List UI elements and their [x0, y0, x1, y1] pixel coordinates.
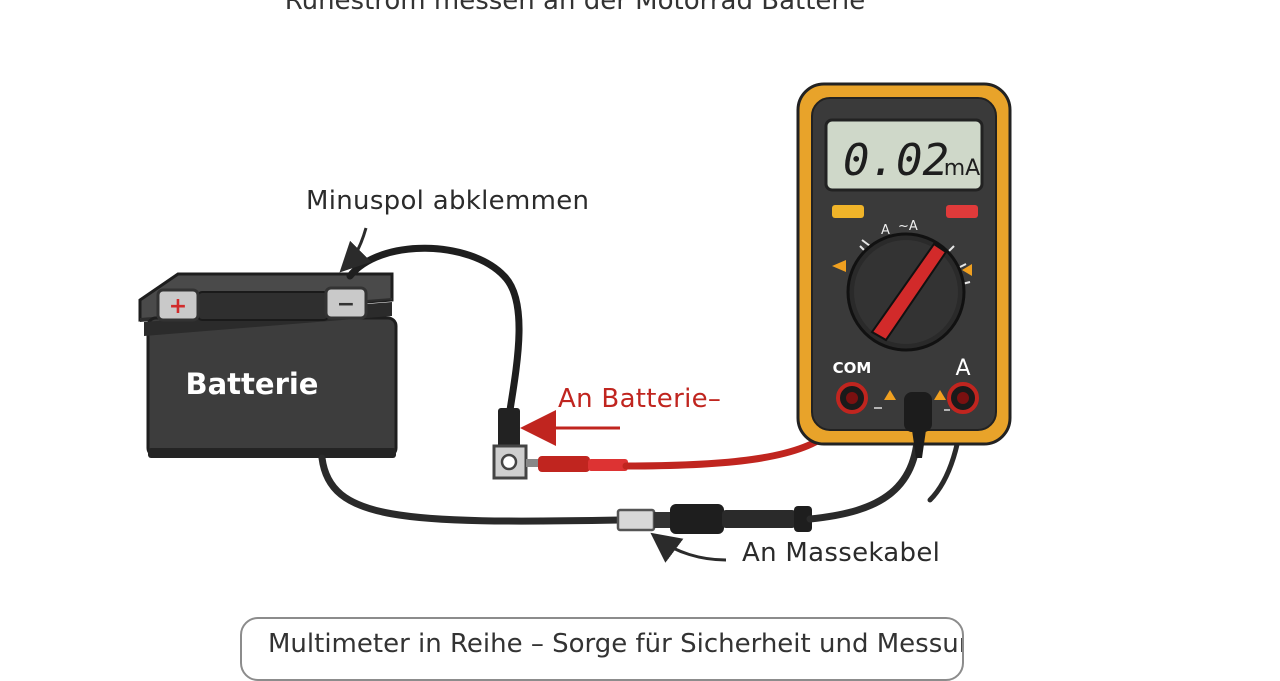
display-value: 0.02 — [843, 135, 949, 186]
yellow-button[interactable] — [832, 205, 864, 218]
label-to-battery-negative: An Batterie– — [558, 384, 722, 414]
port-a-label: A — [955, 356, 970, 381]
red-probe-connector — [526, 456, 628, 472]
display-unit: mA — [944, 156, 980, 181]
minus-arrow — [339, 227, 372, 273]
ground-arrow — [650, 532, 727, 563]
negative-cable — [346, 244, 523, 414]
multimeter-display — [824, 118, 984, 192]
port-com-label: COM — [833, 359, 872, 377]
dial-mark-a: A — [881, 223, 890, 238]
battery-positive-terminal: + — [156, 288, 200, 322]
minus-symbol: − — [337, 292, 355, 317]
negative-cable-lug — [492, 408, 528, 480]
label-to-ground-cable: An Massekabel — [742, 538, 941, 568]
wiring-diagram: + − Batterie 0.02 mA — [138, 82, 1012, 563]
battery-label: Batterie — [186, 367, 319, 401]
ground-cable — [318, 454, 624, 525]
dial-mark-ac: ~A — [898, 219, 918, 234]
ground-cable-connector — [616, 504, 812, 534]
label-disconnect-negative: Minuspol abklemmen — [306, 186, 590, 216]
multimeter: 0.02 mA A ~A COM A — [796, 82, 1012, 458]
footer-note: Multimeter in Reihe – Sorge für Sicherhe… — [240, 617, 964, 681]
battery-negative-terminal: − — [324, 286, 368, 320]
red-button[interactable] — [946, 205, 978, 218]
battery: + − Batterie — [138, 272, 398, 458]
footer-text: Multimeter in Reihe – Sorge für Sicherhe… — [268, 629, 964, 659]
middle-plug — [904, 392, 932, 432]
dial-pointer — [870, 242, 948, 342]
plus-symbol: + — [169, 294, 187, 319]
diagram-title: Ruhestrom messen an der Motorrad Batteri… — [284, 0, 866, 16]
